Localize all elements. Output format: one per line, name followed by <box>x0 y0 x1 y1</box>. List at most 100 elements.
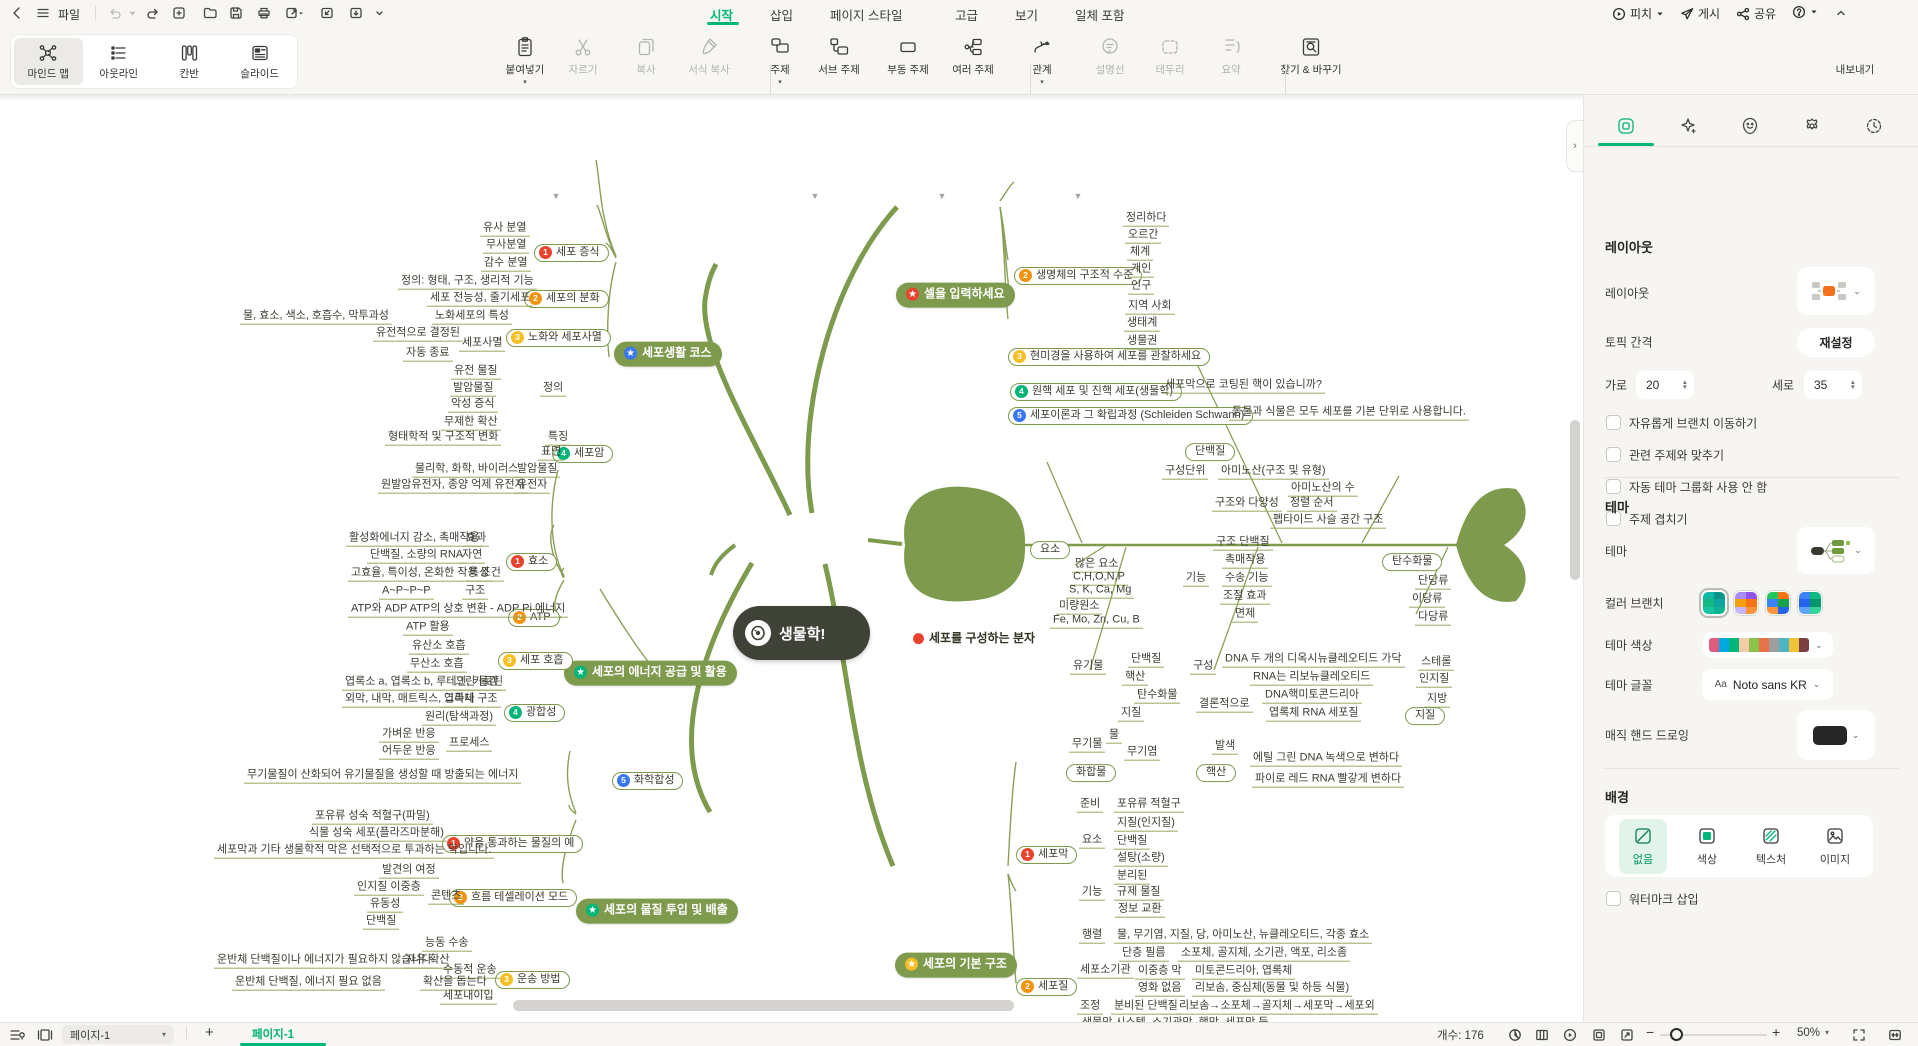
mindmap-node[interactable]: 외막, 내막, 매트릭스, 그라나 <box>342 693 478 708</box>
mindmap-node[interactable]: 정리하다 <box>1123 212 1170 227</box>
caret-down-icon[interactable]: ▾ <box>1825 1028 1830 1037</box>
mindmap-node[interactable]: 자동 종료 <box>403 347 453 362</box>
mindmap-node[interactable]: 파이로 레드 RNA 빨갛게 변하다 <box>1252 773 1405 788</box>
mindmap-node[interactable]: 단백질 <box>1128 653 1165 668</box>
mindmap-node[interactable]: 자유 확산 <box>403 954 453 969</box>
pie-view-icon[interactable] <box>1506 1026 1523 1043</box>
mindmap-topic[interactable]: ★세포의 물질 투입 및 배출 <box>576 898 738 924</box>
magic-hand-drawing-select[interactable]: ⌄ <box>1797 710 1875 760</box>
ribbon-tab-4[interactable]: 고급 <box>955 9 979 23</box>
horizontal-spacing-input[interactable]: 20▲▼ <box>1636 371 1694 399</box>
mindmap-node[interactable]: 유전 물질 <box>451 365 501 380</box>
mindmap-node[interactable]: RNA는 리보뉴클레오티드 <box>1250 671 1374 686</box>
tool-multitopic[interactable]: 여러 주제 <box>938 36 1008 77</box>
mindmap-node[interactable]: 구성 <box>1190 660 1217 675</box>
mindmap-node[interactable]: 단백질 <box>1114 835 1151 850</box>
undo-icon[interactable] <box>106 4 124 22</box>
mindmap-node[interactable]: 아미노산의 수 <box>1288 482 1358 497</box>
vertical-spacing-input[interactable]: 35▲▼ <box>1804 371 1862 399</box>
bg-option-bg-none[interactable]: 없음 <box>1619 818 1667 874</box>
mindmap-node[interactable]: DNA핵미토콘드리아 <box>1262 689 1363 704</box>
ptab-layout[interactable] <box>1598 109 1654 143</box>
mindmap-node[interactable]: 지질 <box>1405 707 1446 725</box>
collapsed-branch-icon[interactable]: ▼ <box>551 191 561 201</box>
mindmap-node[interactable]: 펩타이드 사슬 공간 구조 <box>1270 514 1387 529</box>
tool-subtopic[interactable]: 서브 주제 <box>804 36 874 77</box>
mindmap-node[interactable]: 구조 <box>462 585 489 600</box>
mode-mindmap[interactable]: 마인드 맵 <box>14 38 83 85</box>
mindmap-node[interactable]: 단백질 <box>363 915 400 930</box>
mindmap-node[interactable]: 고효율, 특이성, 온화한 작용 조건 <box>348 567 504 582</box>
mindmap-node[interactable]: 물 <box>1106 729 1123 744</box>
checkbox-4[interactable] <box>1606 511 1621 526</box>
mindmap-node[interactable]: 유동성 <box>367 898 404 913</box>
ptab-sticker[interactable] <box>1722 109 1778 143</box>
mindmap-node[interactable]: S, K, Ca, Mg <box>1066 584 1135 599</box>
ribbon-tab-3[interactable]: 페이지 스타일 <box>830 9 903 23</box>
mindmap-node[interactable]: 핵산 <box>1196 764 1237 782</box>
mindmap-node[interactable]: 무사분열 <box>483 239 530 254</box>
mindmap-node[interactable]: 세포소기관 <box>1077 964 1134 979</box>
undo-caret-icon[interactable] <box>128 4 136 22</box>
mindmap-node[interactable]: 확산을 돕는다 <box>420 976 490 991</box>
theme-font-select[interactable]: Aa Noto sans KR ⌄ <box>1702 669 1833 700</box>
mindmap-node[interactable]: 지질 <box>1118 707 1145 722</box>
fit-width-icon[interactable] <box>1886 1026 1903 1043</box>
page-preview-icon[interactable] <box>36 1026 53 1043</box>
publish-button[interactable]: 게시 <box>1680 5 1720 22</box>
tool-floating[interactable]: 부동 주제 <box>873 36 943 77</box>
tool-topic[interactable]: 주제▾ <box>745 36 815 86</box>
mindmap-node[interactable]: 설탕(소량) <box>1114 852 1168 867</box>
mindmap-topic[interactable]: 세포를 구성하는 분자 <box>905 629 1044 649</box>
mode-outline[interactable]: 아웃라인 <box>85 38 154 85</box>
mindmap-node[interactable]: ATP와 ADP ATP의 상호 변환 - ADP Pi 에너지 <box>348 603 569 618</box>
color-branch-option-2[interactable] <box>1733 590 1759 616</box>
mindmap-node[interactable]: 엽록체 구조 <box>441 693 501 708</box>
panel-collapse-handle[interactable]: › <box>1566 120 1583 172</box>
collapsed-branch-icon[interactable]: ▼ <box>810 191 820 201</box>
mindmap-node[interactable]: 프로세스 <box>446 737 493 752</box>
page-selector[interactable]: 페이지-1 ▾ <box>62 1025 174 1044</box>
back-icon[interactable] <box>8 4 26 22</box>
zoom-slider[interactable] <box>1660 1034 1767 1036</box>
zoom-slider-thumb[interactable] <box>1670 1028 1683 1041</box>
mindmap-node[interactable]: 포유류 성숙 적혈구(파밀) <box>312 810 433 825</box>
mindmap-node[interactable]: 생물권 <box>1124 335 1161 350</box>
mindmap-node[interactable]: 에틸 그린 DNA 녹색으로 변하다 <box>1250 752 1403 767</box>
new-file-icon[interactable] <box>170 4 188 22</box>
tool-clipboard[interactable]: 붙여넣기▾ <box>490 36 560 86</box>
mindmap-node[interactable]: 탄수화물 <box>1382 553 1443 571</box>
mindmap-node[interactable]: 능동 수송 <box>422 937 472 952</box>
save-icon[interactable] <box>227 4 245 22</box>
vertical-scrollbar[interactable] <box>1570 420 1580 580</box>
watermark-checkbox[interactable] <box>1606 891 1621 906</box>
mindmap-node[interactable]: 유전적으로 결정된 <box>373 327 464 342</box>
mindmap-node[interactable]: 발색 <box>1212 740 1239 755</box>
mindmap-node[interactable]: 면제 <box>1232 608 1259 623</box>
mindmap-node[interactable]: 정의: 형태, 구조, 생리적 기능 <box>398 275 537 290</box>
mindmap-node[interactable]: 준비 <box>1077 798 1104 813</box>
checkbox-1[interactable] <box>1606 415 1621 430</box>
mindmap-node[interactable]: ATP 활용 <box>403 621 453 636</box>
mindmap-node[interactable]: 요소 <box>1030 541 1071 559</box>
mindmap-node[interactable]: 화합물 <box>1066 764 1117 782</box>
mindmap-node[interactable]: 정렬 순서 <box>1287 497 1337 512</box>
import-icon[interactable] <box>318 4 336 22</box>
share-button[interactable]: 공유 <box>1736 5 1776 22</box>
tool-relation[interactable]: 관계▾ <box>1007 36 1077 86</box>
file-menu[interactable]: 파일 <box>58 8 81 22</box>
bg-option-bg-color[interactable]: 색상 <box>1683 819 1731 874</box>
print-icon[interactable] <box>255 4 273 22</box>
checkbox-3[interactable] <box>1606 479 1621 494</box>
mindmap-node[interactable]: 발암물질 <box>514 463 561 478</box>
mindmap-node[interactable]: 생태계 <box>1124 317 1161 332</box>
mindmap-node[interactable]: 물, 무기염, 지질, 당, 아미노산, 뉴클레오티드, 각종 효소 <box>1114 929 1373 944</box>
collapsed-branch-icon[interactable]: ▼ <box>937 191 947 201</box>
play-slideshow-icon[interactable] <box>1561 1026 1578 1043</box>
mindmap-node[interactable]: 세포내이입 <box>440 990 497 1005</box>
